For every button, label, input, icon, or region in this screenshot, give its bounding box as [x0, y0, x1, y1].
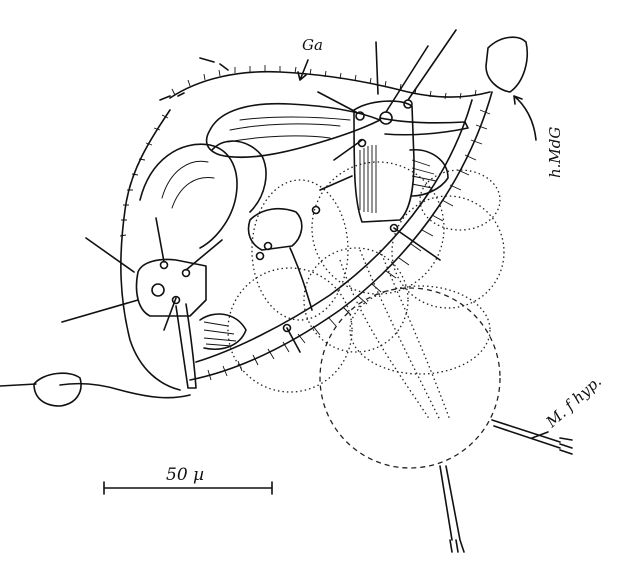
- sensillum-11: [313, 207, 320, 214]
- palp-segment: [137, 260, 207, 317]
- stipes-inner: [196, 100, 472, 362]
- dotted-circle-3: [392, 196, 504, 308]
- lower-left-line: [0, 384, 36, 386]
- inner-lobe: [212, 141, 266, 212]
- sensillum-5: [152, 284, 164, 296]
- dotted-fan: [340, 250, 450, 420]
- dotted-circle-1: [312, 162, 444, 294]
- left-lobe-outer: [140, 144, 237, 248]
- lower-dark-hatch: [204, 322, 236, 346]
- gland-arrow: [514, 96, 536, 140]
- scale-label: 50 µ: [166, 465, 204, 485]
- muscle-label: M. f hyp.: [542, 372, 605, 431]
- dark-wedge-hatch: [412, 160, 436, 188]
- galea-label: Ga: [302, 36, 323, 54]
- left-lobe-inner: [162, 161, 214, 208]
- galea-arrow: [298, 60, 308, 80]
- dorsal-outline: [170, 72, 490, 98]
- sclerite-lines: [287, 176, 440, 352]
- lower-left-gland: [34, 373, 81, 406]
- cardo-hatching: [360, 145, 376, 213]
- central-sclerite: [249, 209, 302, 250]
- left-contour: [121, 110, 180, 390]
- dashed-circle-large: [320, 288, 500, 468]
- sensillum-10: [257, 253, 264, 260]
- cardo-setae: [318, 30, 456, 160]
- mandibular-gland: [486, 37, 527, 92]
- gland-label: h.MdG: [546, 127, 564, 178]
- palp-setae: [62, 218, 222, 330]
- muscle-bundle-bottom: [440, 466, 464, 552]
- top-left-fragments: [160, 58, 228, 100]
- dorsal-hairs: [172, 65, 476, 99]
- left-hairs: [120, 115, 168, 236]
- galea-rod: [380, 118, 468, 135]
- dotted-ellipse-3: [420, 170, 500, 230]
